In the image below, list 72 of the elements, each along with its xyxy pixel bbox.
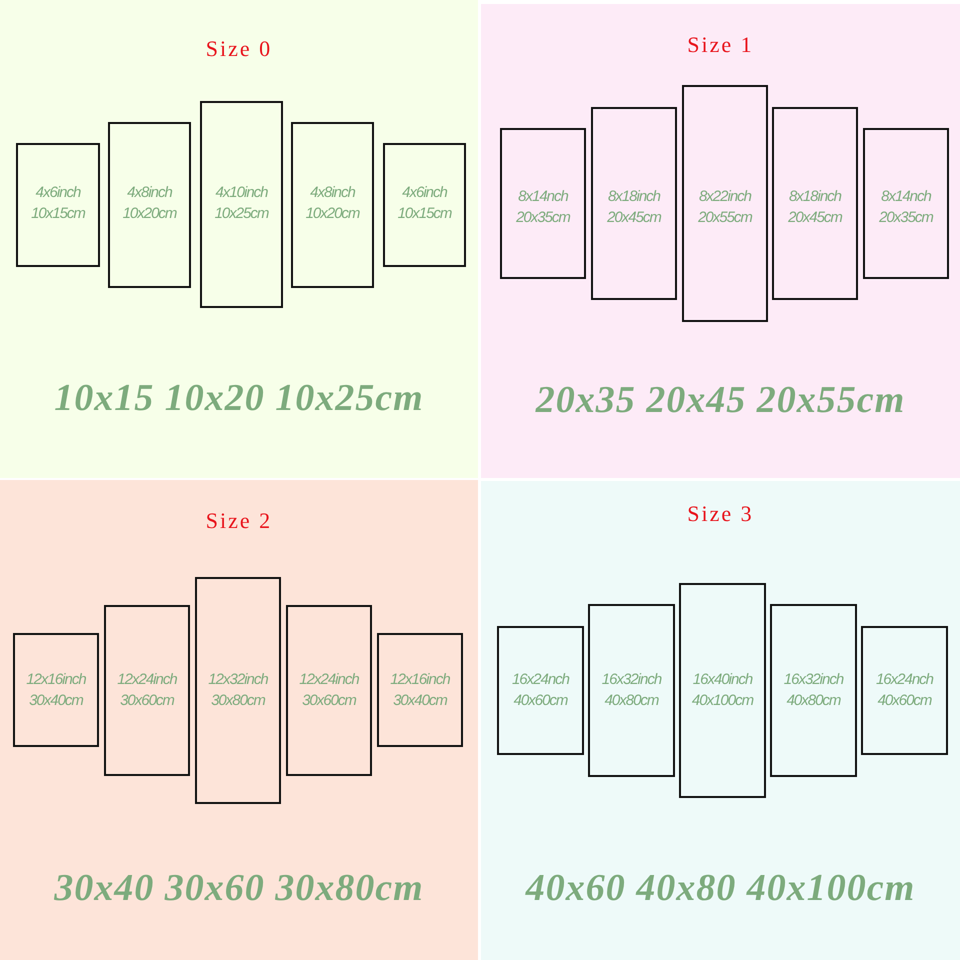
size-label: 10x25cm bbox=[214, 204, 268, 224]
size-label: 40x80cm bbox=[786, 691, 840, 711]
size-label: 10x20cm bbox=[122, 204, 176, 224]
canvas-outline bbox=[588, 604, 675, 777]
size-label: 8x14nch bbox=[518, 187, 568, 207]
size-label: 10x15cm bbox=[31, 204, 85, 224]
canvas-outline bbox=[679, 583, 766, 798]
size-label: 12x16inch bbox=[26, 670, 86, 690]
canvas-outline bbox=[377, 633, 463, 747]
size-label: 20x55cm bbox=[698, 208, 752, 228]
size-label: 10x20cm bbox=[306, 204, 360, 224]
size-label: 16x24nch bbox=[876, 670, 934, 690]
canvas-outline bbox=[286, 605, 372, 776]
size-label: 40x80cm bbox=[604, 691, 658, 711]
canvas-outline bbox=[772, 107, 858, 300]
size-label: 8x14nch bbox=[881, 187, 931, 207]
canvas-outline bbox=[16, 143, 100, 267]
canvas-outline bbox=[195, 577, 281, 804]
size-label: 16x40inch bbox=[692, 670, 752, 690]
size-panel bbox=[0, 480, 478, 960]
canvas-outline bbox=[383, 143, 466, 267]
size-title: Size 3 bbox=[687, 501, 754, 527]
size-label: 16x24nch bbox=[512, 670, 570, 690]
canvas-outline bbox=[13, 633, 99, 747]
canvas-outline bbox=[497, 626, 584, 755]
size-range-label: 40x60 40x80 40x100cm bbox=[526, 866, 916, 910]
canvas-outline bbox=[291, 122, 374, 288]
size-label: 20x35cm bbox=[516, 208, 570, 228]
size-panel bbox=[481, 4, 960, 478]
size-range-label: 30x40 30x60 30x80cm bbox=[54, 866, 424, 910]
canvas-outline bbox=[863, 128, 949, 279]
size-title: Size 0 bbox=[206, 36, 272, 62]
size-label: 30x60cm bbox=[120, 691, 174, 711]
size-range-label: 10x15 10x20 10x25cm bbox=[54, 376, 424, 420]
canvas-outline bbox=[682, 85, 768, 322]
size-label: 16x32inch bbox=[602, 670, 662, 690]
size-label: 12x24inch bbox=[117, 670, 177, 690]
size-label: 4x6inch bbox=[36, 183, 80, 203]
size-label: 12x24inch bbox=[299, 670, 359, 690]
size-label: 20x45cm bbox=[607, 208, 661, 228]
size-label: 12x16inch bbox=[390, 670, 450, 690]
size-label: 16x32inch bbox=[784, 670, 844, 690]
size-label: 4x6inch bbox=[402, 183, 447, 203]
size-title: Size 2 bbox=[206, 508, 272, 534]
size-label: 20x35cm bbox=[879, 208, 933, 228]
size-label: 4x8inch bbox=[310, 183, 355, 203]
canvas-outline bbox=[861, 626, 948, 755]
canvas-outline bbox=[591, 107, 677, 300]
size-panel bbox=[0, 0, 478, 478]
canvas-outline bbox=[200, 101, 283, 308]
canvas-outline bbox=[104, 605, 190, 776]
size-label: 8x18inch bbox=[788, 187, 842, 207]
size-label: 8x18inch bbox=[608, 187, 660, 207]
size-label: 10x15cm bbox=[398, 204, 452, 224]
size-title: Size 1 bbox=[687, 32, 754, 58]
size-label: 20x45cm bbox=[788, 208, 842, 228]
size-label: 4x8inch bbox=[127, 183, 172, 203]
size-label: 40x60cm bbox=[878, 691, 932, 711]
canvas-outline bbox=[108, 122, 191, 288]
size-panel bbox=[481, 481, 960, 960]
size-range-label: 20x35 20x45 20x55cm bbox=[536, 378, 906, 422]
size-label: 30x60cm bbox=[302, 691, 356, 711]
size-label: 8x22inch bbox=[698, 187, 752, 207]
size-label: 30x40cm bbox=[29, 691, 83, 711]
canvas-outline bbox=[500, 128, 586, 279]
size-label: 4x10inch bbox=[215, 183, 268, 203]
size-label: 40x100cm bbox=[692, 691, 754, 711]
size-label: 40x60cm bbox=[514, 691, 568, 711]
size-label: 30x40cm bbox=[393, 691, 447, 711]
canvas-outline bbox=[770, 604, 857, 777]
size-label: 12x32inch bbox=[208, 670, 268, 690]
size-label: 30x80cm bbox=[211, 691, 265, 711]
